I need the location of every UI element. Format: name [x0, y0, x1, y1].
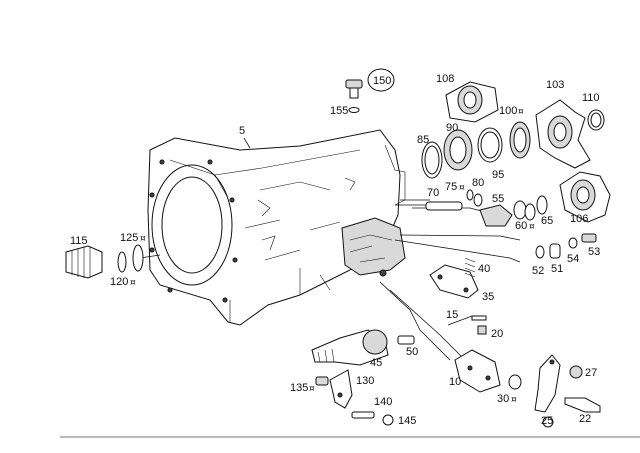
label-110: 110 — [582, 92, 600, 104]
label-115: 115 — [70, 235, 88, 247]
label-70: 70 — [427, 187, 439, 199]
label-95: 95 — [492, 169, 504, 181]
label-140: 140 — [374, 396, 392, 408]
label-35: 35 — [482, 291, 494, 303]
label-20: 20 — [491, 328, 503, 340]
marker-30: ¤ — [511, 395, 517, 405]
label-27: 27 — [585, 367, 597, 379]
label-100: 100 — [499, 105, 517, 117]
marker-60: ¤ — [529, 222, 535, 232]
label-120: 120 — [110, 276, 128, 288]
parts-115-125 — [65, 244, 144, 279]
label-52: 52 — [532, 265, 544, 277]
linkage-22-25-27-30 — [508, 354, 601, 428]
label-108: 108 — [436, 73, 454, 85]
part-45-sensor — [311, 329, 415, 366]
shaft-70 — [425, 189, 483, 211]
small-parts-51-54 — [535, 233, 597, 259]
part-35-lever — [429, 257, 479, 299]
label-25: 25 — [541, 415, 553, 427]
label-50: 50 — [406, 346, 418, 358]
label-135: 135 — [290, 382, 308, 394]
part-10-bracket — [454, 349, 501, 393]
label-106: 106 — [570, 213, 588, 225]
label-45: 45 — [370, 357, 382, 369]
label-5: 5 — [239, 125, 245, 137]
marker-75: ¤ — [459, 183, 465, 193]
label-60: 60 — [515, 220, 527, 232]
label-103: 103 — [546, 79, 564, 91]
parts-130-145 — [315, 369, 394, 426]
label-22: 22 — [579, 413, 591, 425]
label-150: 150 — [373, 75, 391, 87]
label-54: 54 — [567, 253, 579, 265]
marker-135: ¤ — [309, 384, 315, 394]
part-108-flange — [445, 81, 499, 123]
label-30: 30 — [497, 393, 509, 405]
label-80: 80 — [472, 177, 484, 189]
marker-120: ¤ — [130, 278, 136, 288]
label-85: 85 — [417, 134, 429, 146]
label-65: 65 — [541, 215, 553, 227]
marker-125: ¤ — [140, 234, 146, 244]
part-106-flange — [559, 171, 611, 223]
label-125: 125 — [120, 232, 138, 244]
label-40: 40 — [478, 263, 490, 275]
flange-103-with-seal — [509, 99, 605, 169]
part-15-pin — [447, 315, 487, 335]
label-10: 10 — [449, 376, 461, 388]
rings-85-90-95 — [421, 127, 503, 179]
selector-shaft-55 — [479, 195, 548, 227]
marker-100: ¤ — [518, 107, 524, 117]
label-15: 15 — [446, 309, 458, 321]
label-130: 130 — [356, 375, 374, 387]
leader-lines — [139, 137, 521, 366]
label-90: 90 — [446, 122, 458, 134]
part-150-breather — [345, 68, 395, 113]
housing-bolt-holes — [149, 159, 238, 303]
label-155: 155 — [330, 105, 348, 117]
label-75: 75 — [445, 181, 457, 193]
label-53: 53 — [588, 246, 600, 258]
label-51: 51 — [551, 263, 563, 275]
transmission-housing — [147, 129, 406, 326]
label-55: 55 — [492, 193, 504, 205]
label-145: 145 — [398, 415, 416, 427]
part-labels: 5 150 155 108 103 110 100 ¤ 85 90 95 75 … — [70, 73, 600, 427]
